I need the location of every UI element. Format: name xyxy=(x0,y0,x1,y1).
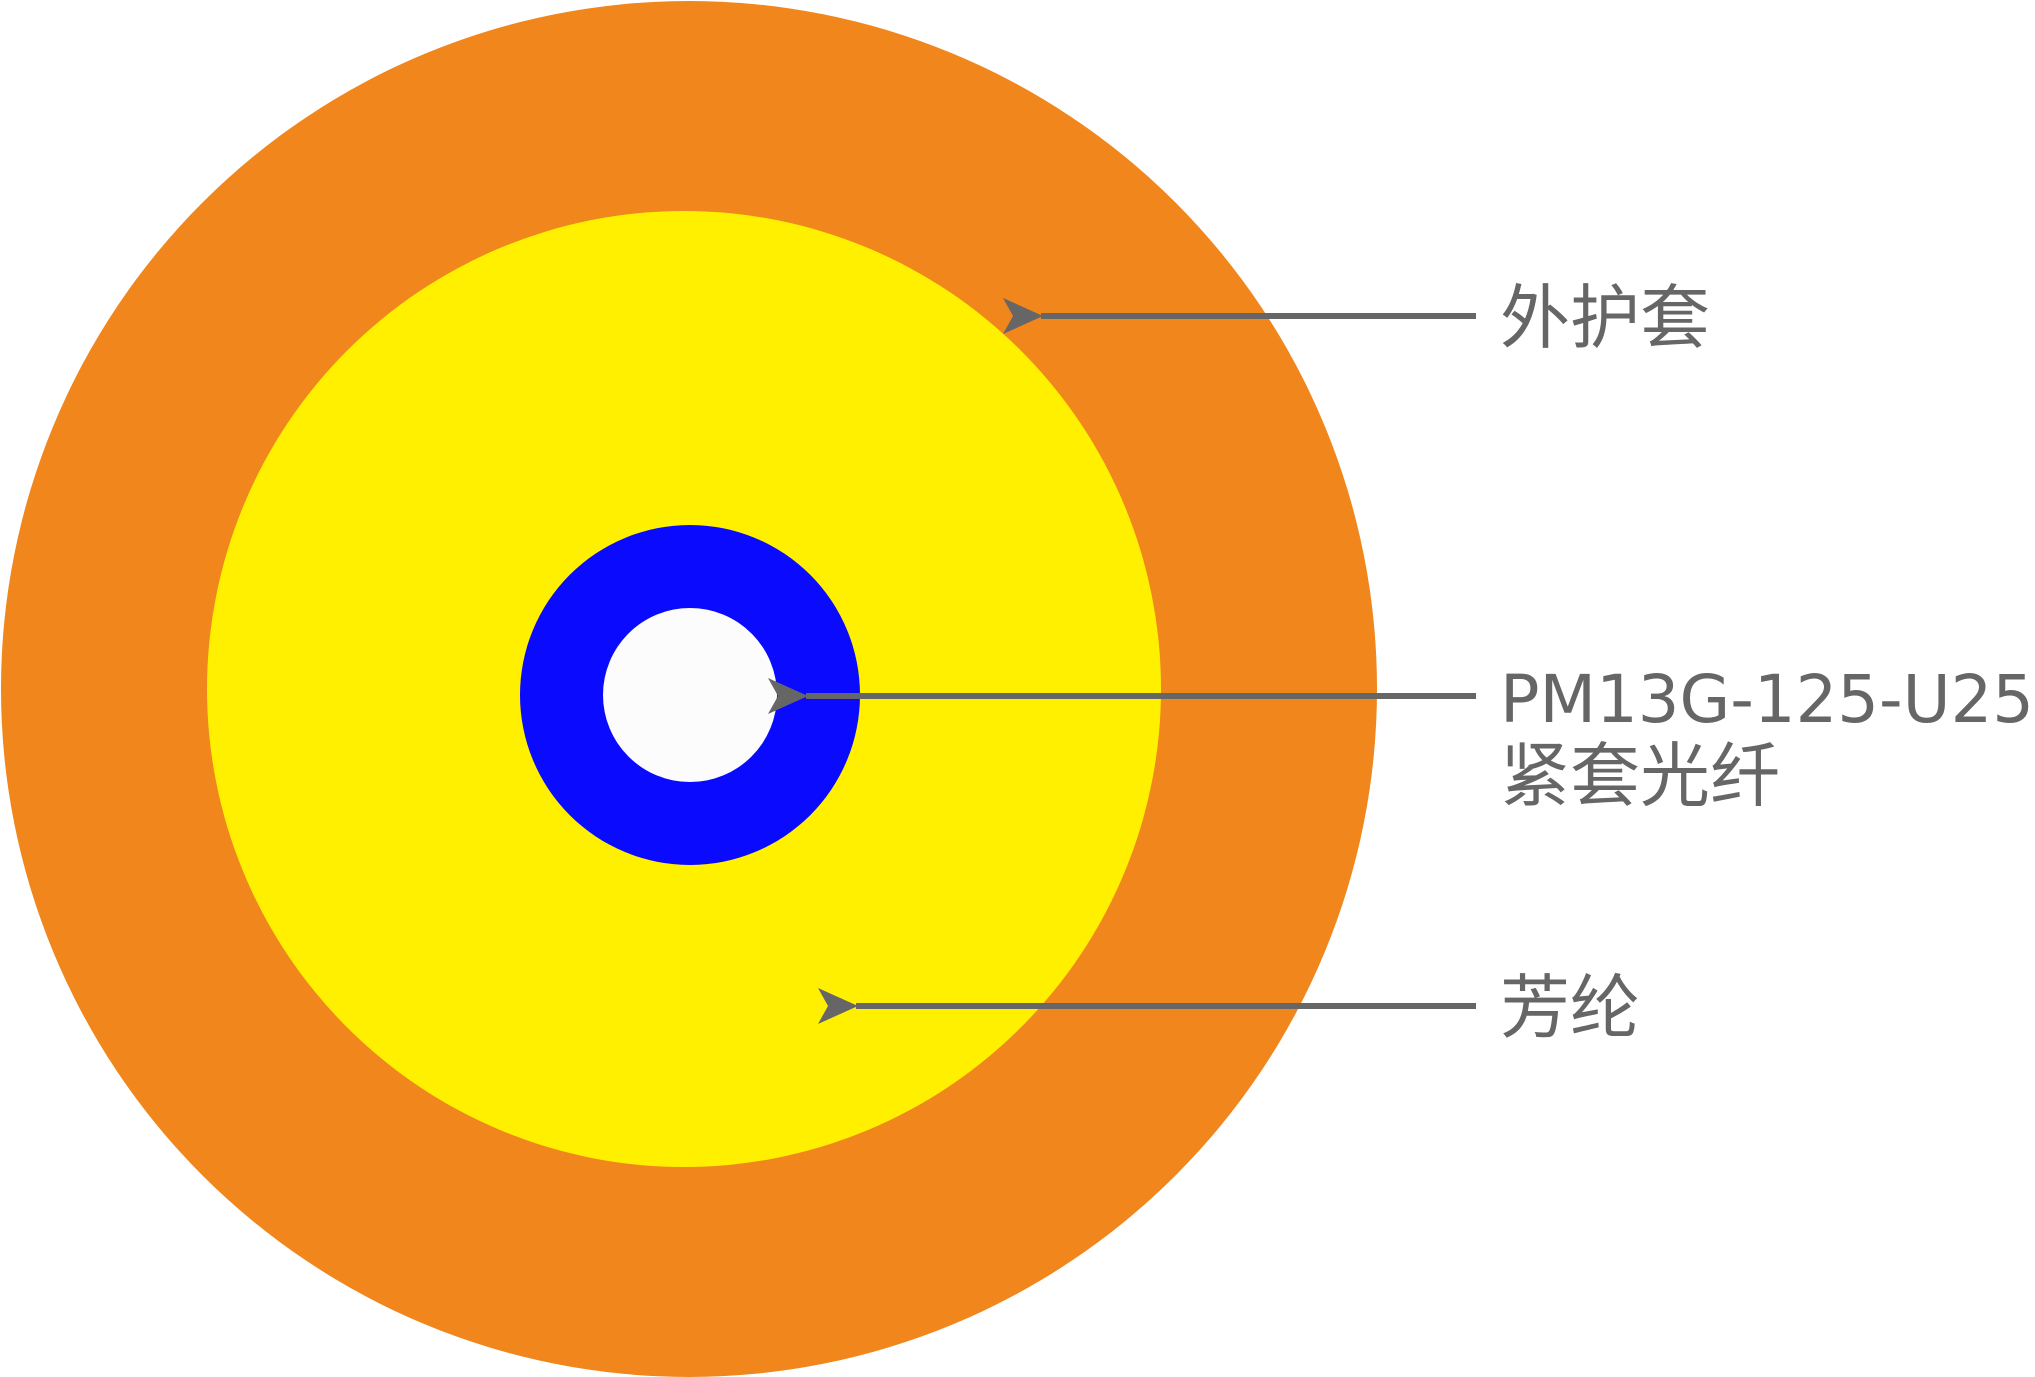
fiber-label-name: 紧套光纤 xyxy=(1500,735,1780,817)
fiber-label-model: PM13G-125-U25 xyxy=(1500,661,2034,738)
fiber-core xyxy=(603,608,777,782)
outer-jacket-label: 外护套 xyxy=(1500,277,1710,359)
aramid-label: 芳纶 xyxy=(1500,967,1640,1049)
